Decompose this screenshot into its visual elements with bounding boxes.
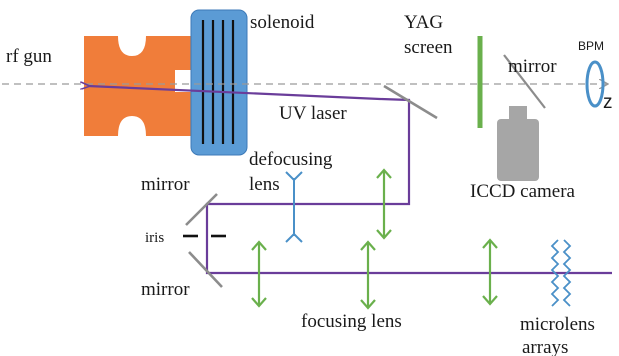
microlens-arrays-icon	[550, 239, 572, 307]
yag-screen-label-line1: YAG	[404, 12, 443, 33]
defocusing-lens-label-line1: defocusing	[249, 149, 333, 170]
mirror-top-icon	[503, 54, 546, 109]
laser-path	[88, 86, 612, 275]
solenoid	[190, 9, 248, 156]
rf-gun-label: rf gun	[6, 46, 52, 67]
bpm-icon	[585, 60, 605, 108]
yag-screen-label-line2: screen	[404, 37, 453, 58]
focusing-lens-2-icon	[360, 240, 376, 310]
mirror-left-bottom-icon	[188, 251, 223, 288]
mirror-left-top-icon	[185, 193, 218, 226]
microlens-arrays-label-line2: arrays	[522, 337, 568, 356]
mirror-top-label: mirror	[508, 56, 557, 77]
focusing-lens-3-icon	[482, 238, 498, 306]
lens-upper-arrow-icon	[376, 168, 392, 240]
rf-gun-body	[84, 36, 194, 136]
defocusing-lens-icon	[285, 171, 303, 243]
bpm-label: BPM	[578, 39, 604, 53]
focusing-lens-1-icon	[251, 240, 267, 308]
mirror-left-bottom-label: mirror	[141, 279, 190, 300]
microlens-arrays-label-line1: microlens	[520, 314, 595, 335]
z-axis-label: z	[603, 92, 613, 113]
mirror-left-top-label: mirror	[141, 174, 190, 195]
iccd-camera-label: ICCD camera	[470, 181, 576, 202]
focusing-lens-label: focusing lens	[301, 311, 402, 332]
defocusing-lens-label-line2: lens	[249, 174, 280, 195]
mirror-uv-icon	[383, 84, 438, 120]
solenoid-label: solenoid	[250, 12, 315, 33]
iris-label: iris	[145, 230, 164, 246]
uv-laser-label: UV laser	[279, 103, 347, 124]
iccd-camera-icon	[497, 106, 539, 181]
